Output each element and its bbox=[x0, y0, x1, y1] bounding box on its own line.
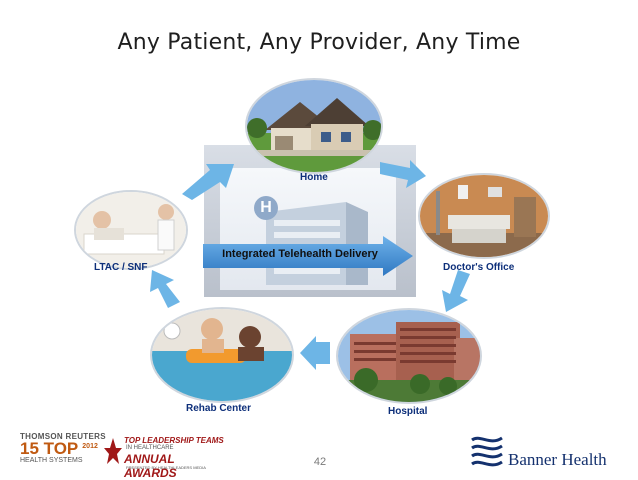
rehab-center-node bbox=[150, 307, 294, 403]
star-icon bbox=[104, 438, 122, 464]
hospital-campus-icon bbox=[336, 308, 482, 404]
arrow-office-to-hospital-icon bbox=[442, 270, 470, 312]
doctors-office-node bbox=[418, 173, 550, 259]
ltac-snf-label: LTAC / SNF bbox=[94, 262, 148, 273]
tr-logo-sub: HEALTH SYSTEMS bbox=[20, 457, 83, 464]
house-icon bbox=[245, 78, 383, 174]
arrow-ltac-to-home-icon bbox=[182, 164, 234, 200]
awards-line-3: ANNUAL AWARDS bbox=[124, 452, 177, 480]
banner-health-logo: Banner Health bbox=[470, 428, 630, 472]
healthcare-awards-logo: TOP LEADERSHIP TEAMS IN HEALTHCARE ANNUA… bbox=[104, 436, 224, 480]
tr-logo-year: 2012 bbox=[82, 443, 98, 450]
home-node bbox=[245, 78, 383, 174]
page-number: 42 bbox=[313, 456, 327, 468]
delivery-arrow-icon bbox=[203, 236, 413, 276]
doctors-office-label: Doctor's Office bbox=[443, 262, 515, 273]
rehab-center-label: Rehab Center bbox=[186, 403, 252, 414]
arrow-rehab-to-ltac-icon bbox=[150, 270, 180, 308]
awards-line-2: IN HEALTHCARE bbox=[126, 445, 174, 451]
awards-line-4: PRESENTED BY HEALTHLEADERS MEDIA bbox=[126, 465, 206, 470]
exam-room-icon bbox=[418, 173, 550, 259]
hospital-label: Hospital bbox=[388, 406, 428, 417]
care-bed-icon bbox=[74, 190, 188, 270]
rehab-pool-icon bbox=[150, 307, 294, 403]
awards-line-1: TOP LEADERSHIP TEAMS bbox=[124, 436, 224, 445]
arrow-hospital-to-rehab-icon bbox=[300, 336, 330, 370]
slide-title: Any Patient, Any Provider, Any Time bbox=[117, 30, 521, 55]
banner-health-text: Banner Health bbox=[508, 450, 607, 469]
tr-logo-big: 15 TOP bbox=[20, 439, 79, 458]
ltac-snf-node bbox=[74, 190, 188, 270]
hospital-node bbox=[336, 308, 482, 404]
arrow-home-to-office-icon bbox=[380, 160, 426, 188]
tr-logo-top: THOMSON REUTERS bbox=[20, 432, 106, 441]
banner-wave-icon bbox=[471, 436, 503, 467]
home-label: Home bbox=[300, 172, 328, 183]
integrated-telehealth-label: Integrated Telehealth Delivery bbox=[222, 248, 378, 260]
thomson-reuters-logo: THOMSON REUTERS 15 TOP 2012 HEALTH SYSTE… bbox=[20, 432, 108, 472]
hospital-h-icon: H bbox=[254, 196, 278, 220]
